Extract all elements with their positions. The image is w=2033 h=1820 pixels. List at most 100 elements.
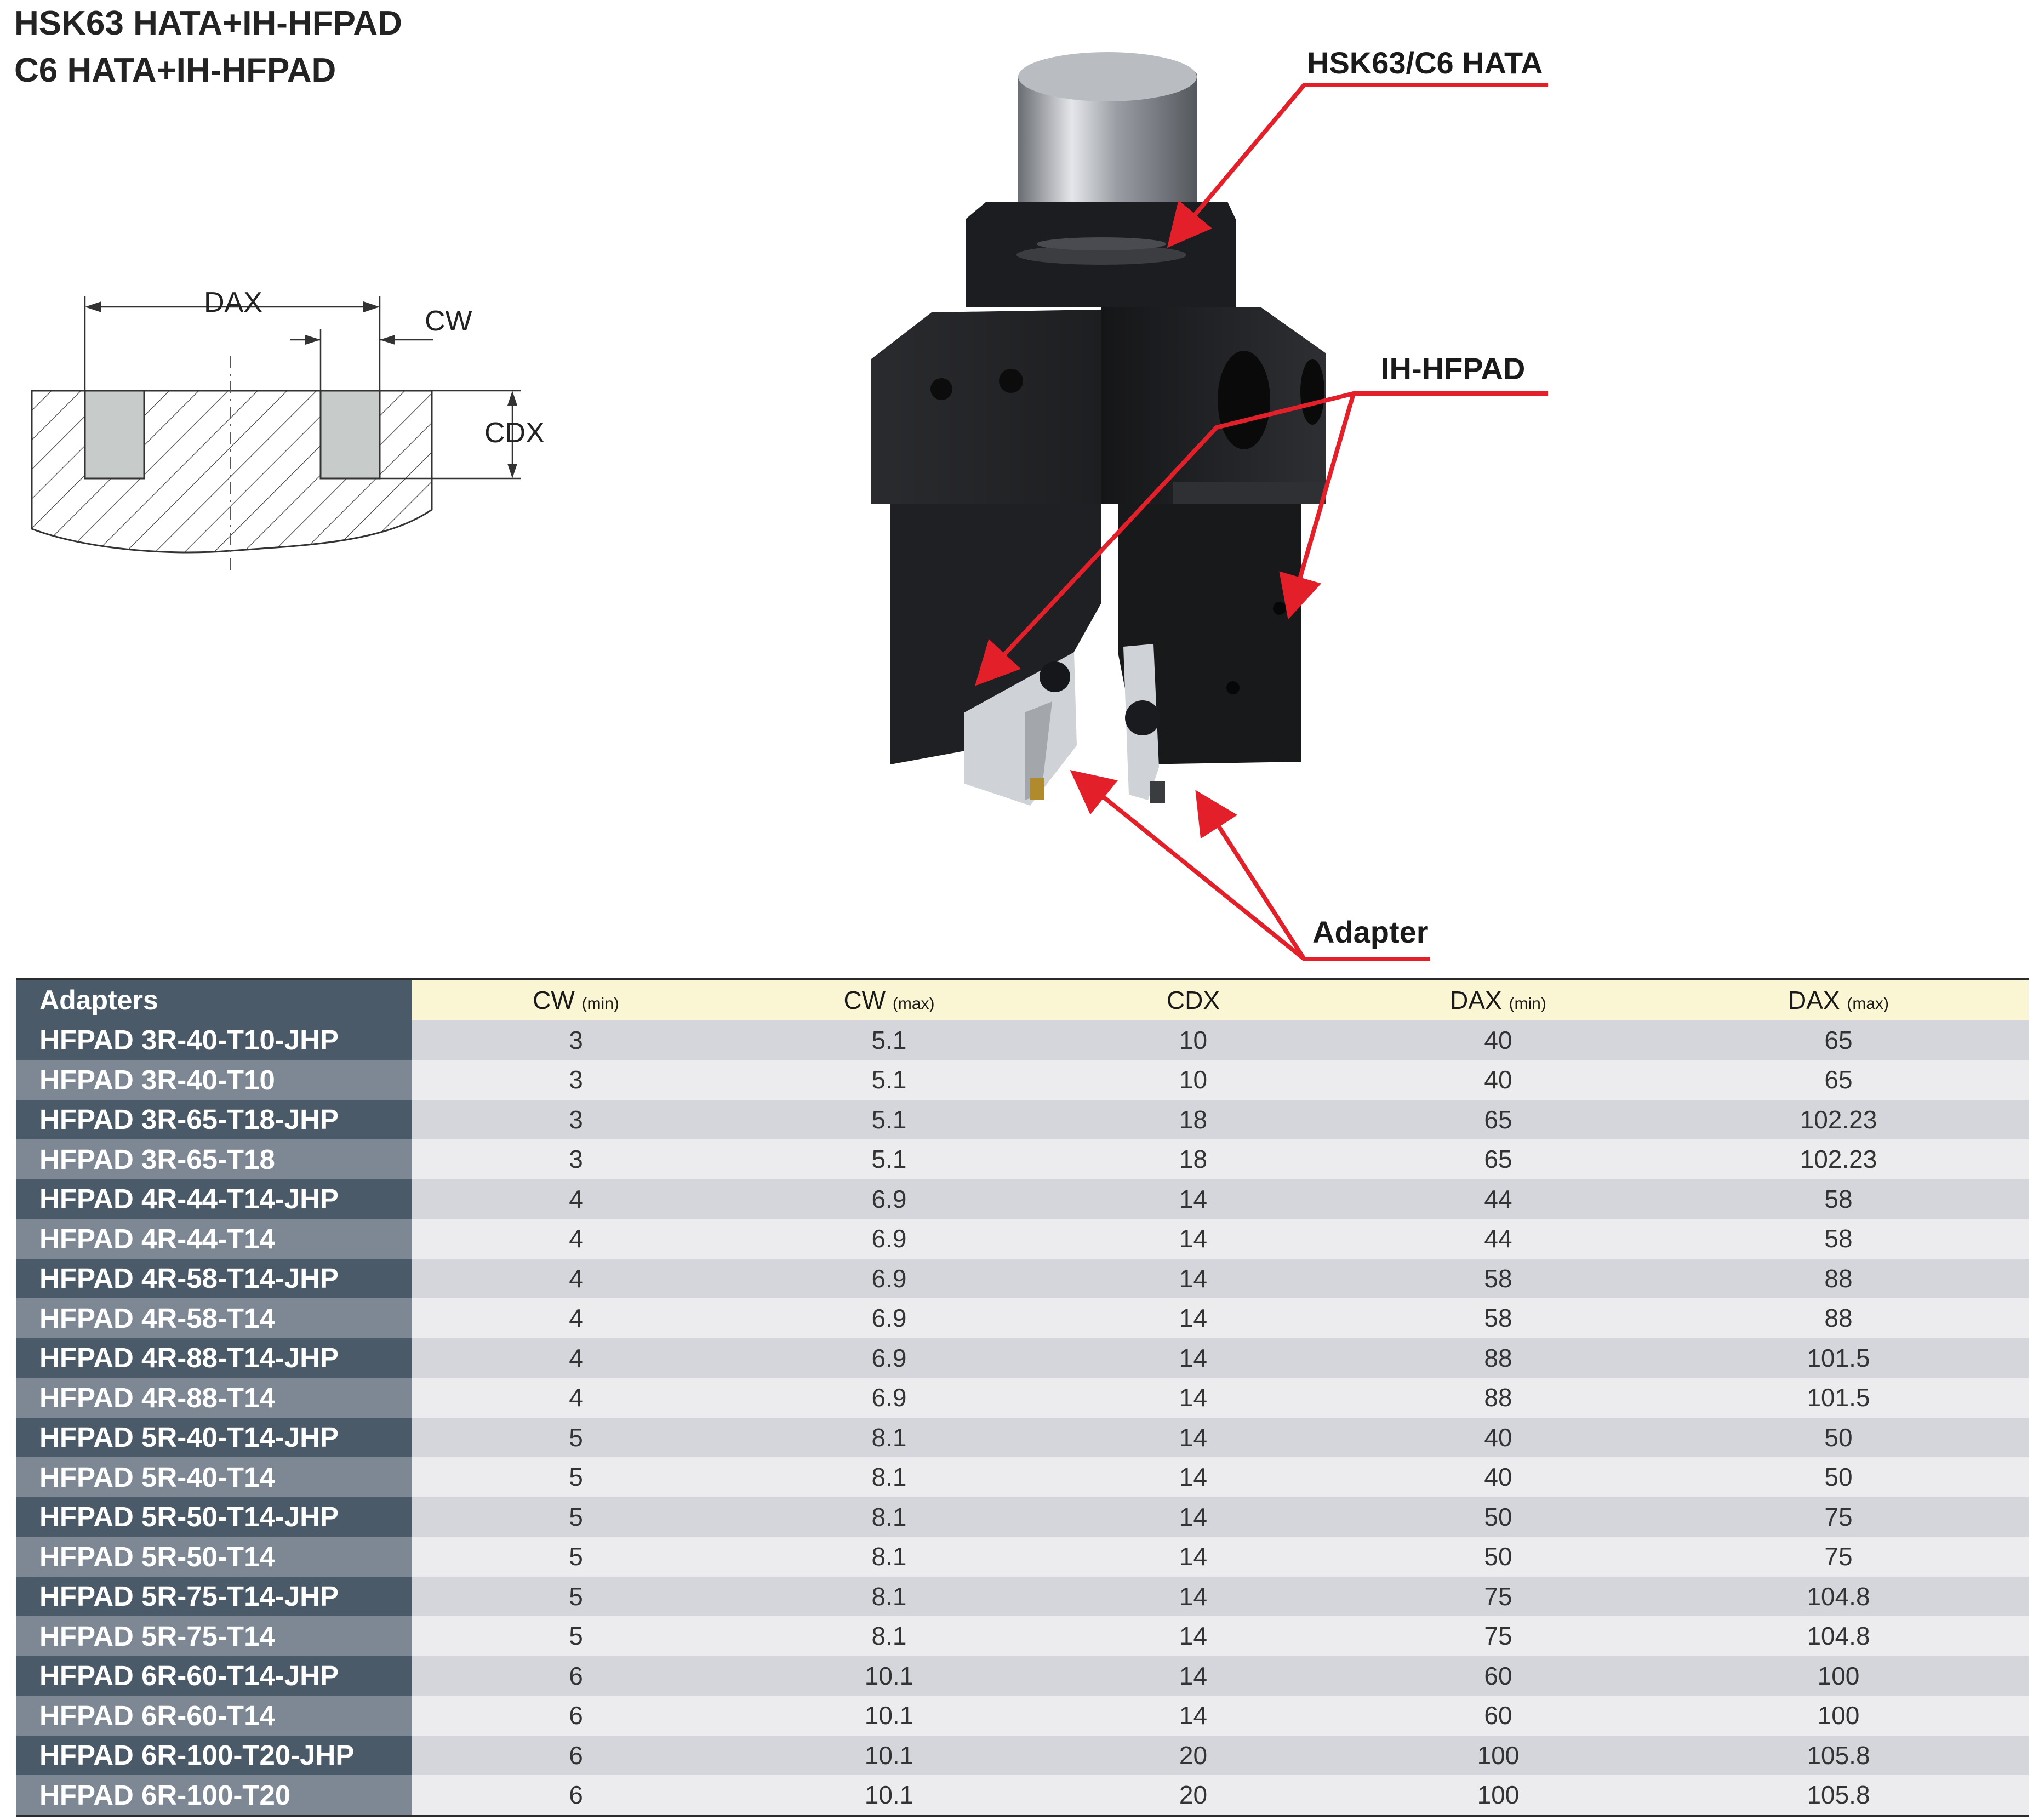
table-cell: 5 xyxy=(412,1576,740,1616)
table-cell: 88 xyxy=(1648,1258,2029,1298)
table-cell: 6.9 xyxy=(740,1378,1038,1418)
table-cell: 3 xyxy=(412,1060,740,1100)
table-cell: 5 xyxy=(412,1616,740,1656)
table-cell: 6 xyxy=(412,1656,740,1696)
table-cell: 10.1 xyxy=(740,1696,1038,1736)
table-cell: 102.23 xyxy=(1648,1139,2029,1179)
table-cell: 4 xyxy=(412,1258,740,1298)
column-header-adapters: Adapters xyxy=(16,978,412,1020)
table-cell: 4 xyxy=(412,1219,740,1259)
table-cell: 100 xyxy=(1648,1696,2029,1736)
table-cell: 40 xyxy=(1348,1417,1648,1457)
adapter-name-cell: HFPAD 3R-65-T18-JHP xyxy=(16,1099,412,1139)
column-header-dax-min: DAX (min) xyxy=(1348,978,1648,1020)
table-cell: 5 xyxy=(412,1537,740,1577)
table-cell: 8.1 xyxy=(740,1576,1038,1616)
table-cell: 65 xyxy=(1648,1060,2029,1100)
adapter-name-cell: HFPAD 6R-100-T20 xyxy=(16,1775,412,1817)
table-cell: 10 xyxy=(1038,1020,1348,1060)
table-cell: 100 xyxy=(1348,1735,1648,1775)
table-cell: 58 xyxy=(1348,1298,1648,1338)
table-cell: 105.8 xyxy=(1648,1775,2029,1817)
table-cell: 14 xyxy=(1038,1537,1348,1577)
table-cell: 3 xyxy=(412,1139,740,1179)
table-cell: 3 xyxy=(412,1099,740,1139)
callout-adapter-label: Adapter xyxy=(1312,915,1429,949)
table-cell: 4 xyxy=(412,1298,740,1338)
adapter-name-cell: HFPAD 3R-65-T18 xyxy=(16,1139,412,1179)
table-cell: 14 xyxy=(1038,1497,1348,1537)
table-cell: 50 xyxy=(1348,1537,1648,1577)
adapter-name-cell: HFPAD 4R-88-T14 xyxy=(16,1378,412,1418)
table-cell: 6 xyxy=(412,1775,740,1817)
adapter-name-cell: HFPAD 6R-100-T20-JHP xyxy=(16,1735,412,1775)
table-cell: 40 xyxy=(1348,1060,1648,1100)
adapter-name-cell: HFPAD 5R-40-T14-JHP xyxy=(16,1417,412,1457)
table-cell: 6.9 xyxy=(740,1338,1038,1378)
table-cell: 58 xyxy=(1648,1179,2029,1219)
table-cell: 5.1 xyxy=(740,1020,1038,1060)
page-subtitle: C6 HATA+IH-HFPAD xyxy=(14,52,336,89)
table-cell: 88 xyxy=(1648,1298,2029,1338)
table-cell: 101.5 xyxy=(1648,1378,2029,1418)
adapter-spec-table: Adapters CW (min) CW (max) CDX DAX (min)… xyxy=(16,978,2029,1817)
table-cell: 10.1 xyxy=(740,1775,1038,1817)
adapter-name-cell: HFPAD 4R-88-T14-JHP xyxy=(16,1338,412,1378)
table-cell: 5 xyxy=(412,1497,740,1537)
cw-label: CW xyxy=(425,305,472,337)
table-cell: 5.1 xyxy=(740,1060,1038,1100)
table-cell: 6.9 xyxy=(740,1298,1038,1338)
callout-arrows xyxy=(975,83,1548,961)
table-cell: 6.9 xyxy=(740,1258,1038,1298)
table-cell: 14 xyxy=(1038,1696,1348,1736)
table-cell: 20 xyxy=(1038,1775,1348,1817)
table-cell: 10.1 xyxy=(740,1735,1038,1775)
table-cell: 65 xyxy=(1648,1020,2029,1060)
table-cell: 58 xyxy=(1348,1258,1648,1298)
table-cell: 5 xyxy=(412,1417,740,1457)
title-block: HSK63 HATA+IH-HFPAD C6 HATA+IH-HFPAD xyxy=(14,0,402,94)
adapter-name-cell: HFPAD 6R-60-T14 xyxy=(16,1696,412,1736)
table-cell: 4 xyxy=(412,1378,740,1418)
adapter-name-cell: HFPAD 4R-58-T14-JHP xyxy=(16,1258,412,1298)
table-cell: 14 xyxy=(1038,1378,1348,1418)
column-header-cw-min: CW (min) xyxy=(412,978,740,1020)
cdx-label: CDX xyxy=(484,417,545,449)
callout-ih-hfpad-label: IH-HFPAD xyxy=(1381,351,1526,386)
table-cell: 75 xyxy=(1348,1616,1648,1656)
lower-block xyxy=(890,504,1101,764)
table-cell: 60 xyxy=(1348,1696,1648,1736)
dax-label: DAX xyxy=(204,287,262,318)
adapter-name-cell: HFPAD 3R-40-T10 xyxy=(16,1060,412,1100)
table-cell: 101.5 xyxy=(1648,1338,2029,1378)
table-cell: 75 xyxy=(1648,1497,2029,1537)
table-cell: 18 xyxy=(1038,1099,1348,1139)
table-cell: 14 xyxy=(1038,1417,1348,1457)
table-cell: 14 xyxy=(1038,1457,1348,1497)
adapter-name-cell: HFPAD 5R-40-T14 xyxy=(16,1457,412,1497)
table-cell: 14 xyxy=(1038,1616,1348,1656)
adapter-name-cell: HFPAD 3R-40-T10-JHP xyxy=(16,1020,412,1060)
table-cell: 40 xyxy=(1348,1020,1648,1060)
table-cell: 50 xyxy=(1648,1457,2029,1497)
adapter-name-cell: HFPAD 6R-60-T14-JHP xyxy=(16,1656,412,1696)
table-cell: 6 xyxy=(412,1735,740,1775)
table-cell: 50 xyxy=(1348,1497,1648,1537)
adapter-name-cell: HFPAD 5R-50-T14-JHP xyxy=(16,1497,412,1537)
table-cell: 100 xyxy=(1348,1775,1648,1817)
table-cell: 4 xyxy=(412,1179,740,1219)
table-cell: 104.8 xyxy=(1648,1576,2029,1616)
